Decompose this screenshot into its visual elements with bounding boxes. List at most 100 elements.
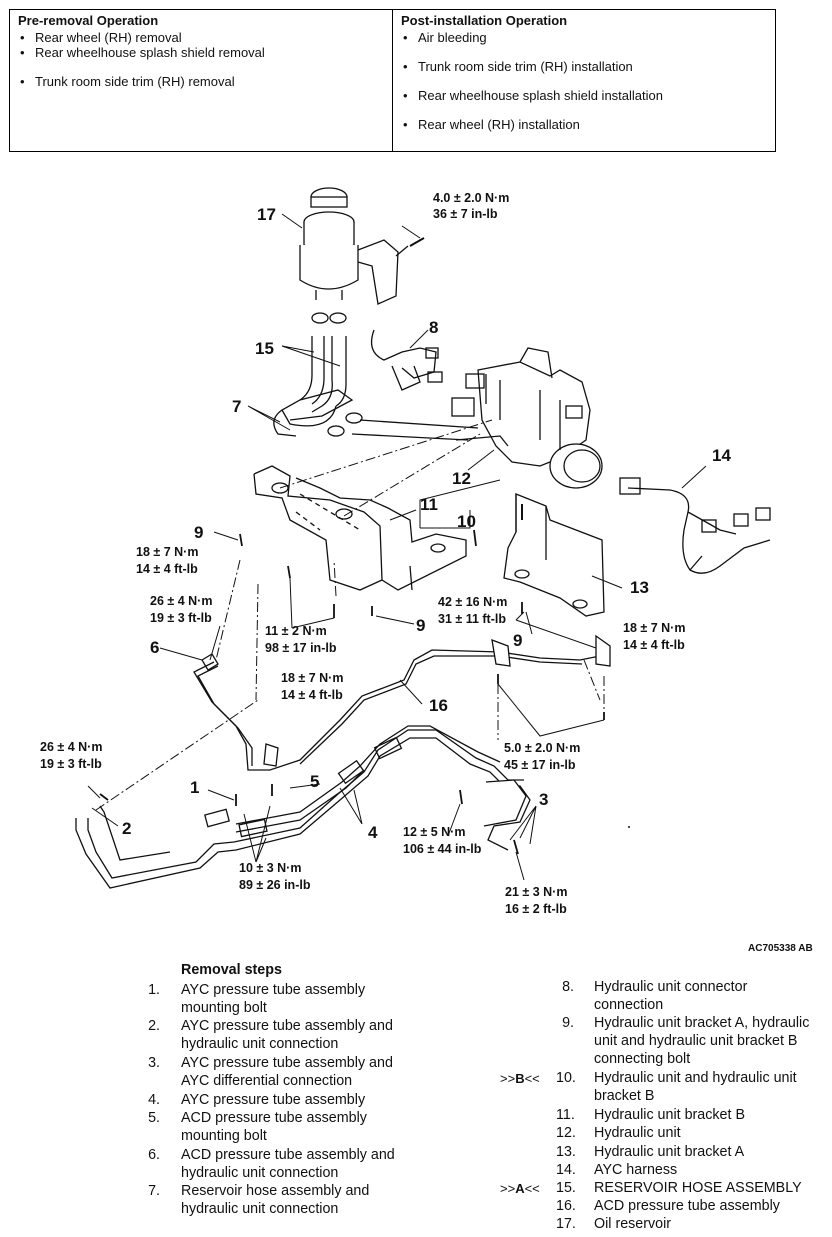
- callout-15: 15: [255, 339, 274, 358]
- step-text: Hydraulic unit and hydraulic unit bracket…: [594, 1069, 830, 1105]
- torque-spec: 98 ± 17 in-lb: [265, 641, 337, 655]
- post-installation-heading: Post-installation Operation: [401, 13, 568, 28]
- step-number: 14.: [556, 1162, 576, 1178]
- step-number: 8.: [562, 979, 574, 995]
- bracket-b-drawing: [253, 465, 467, 591]
- step-number: 11.: [556, 1107, 575, 1123]
- callout-9: 9: [513, 631, 522, 650]
- post-installation-column: Post-installation Operation Air bleeding…: [393, 10, 775, 151]
- oil-reservoir-drawing: [299, 187, 409, 305]
- step-line: AYC pressure tube assembly: [181, 982, 366, 998]
- step-text: ACD pressure tube assembly mounting bolt: [181, 1109, 421, 1145]
- mark-close: <<: [524, 1181, 540, 1196]
- torque-spec: 36 ± 7 in-lb: [433, 207, 498, 221]
- removal-steps-title: Removal steps: [181, 962, 282, 978]
- step-text: Oil reservoir: [594, 1216, 672, 1232]
- step-line: AYC differential connection: [181, 1073, 353, 1090]
- callout-17: 17: [257, 205, 276, 224]
- step-number: 7.: [148, 1183, 160, 1199]
- hydraulic-unit-drawing: [451, 347, 603, 489]
- torque-spec: 31 ± 11 ft-lb: [438, 612, 506, 626]
- torque-spec: 26 ± 4 N·m: [40, 740, 102, 754]
- step-number: 15.: [556, 1180, 576, 1196]
- step-text: Hydraulic unit bracket A, hydraulic unit …: [594, 1014, 832, 1069]
- torque-spec: 12 ± 5 N·m: [403, 825, 465, 839]
- step-number: 6.: [148, 1147, 160, 1163]
- torque-spec: 106 ± 44 in-lb: [403, 842, 482, 856]
- step-line: bracket B: [594, 1088, 655, 1105]
- pre-removal-heading: Pre-removal Operation: [18, 13, 159, 28]
- torque-spec: 45 ± 17 in-lb: [504, 758, 576, 772]
- torque-spec: 42 ± 16 N·m: [438, 595, 507, 609]
- step-number: 17.: [556, 1216, 576, 1232]
- callout-11: 11: [420, 495, 438, 514]
- step-line: AYC pressure tube assembly and: [181, 1055, 393, 1071]
- torque-spec: 89 ± 26 in-lb: [239, 878, 311, 892]
- step-line: AYC pressure tube assembly and: [181, 1018, 393, 1034]
- callout-3: 3: [539, 790, 548, 809]
- step-text: AYC harness: [594, 1162, 678, 1178]
- torque-spec: 11 ± 2 N·m: [265, 624, 327, 638]
- step-line: ACD pressure tube assembly: [181, 1110, 367, 1126]
- bracket-a-drawing: [503, 493, 605, 617]
- step-number: 2.: [148, 1018, 160, 1034]
- pre-removal-item: Rear wheel (RH) removal: [18, 30, 384, 45]
- step-line: Hydraulic unit bracket A, hydraulic: [594, 1015, 810, 1031]
- torque-spec: 21 ± 3 N·m: [505, 885, 567, 899]
- torque-spec: 14 ± 4 ft-lb: [623, 638, 685, 652]
- step-line: mounting bolt: [181, 1128, 267, 1145]
- service-mark-a: >>A<<: [500, 1181, 540, 1196]
- step-line: Reservoir hose assembly and: [181, 1183, 370, 1199]
- step-line: hydraulic unit connection: [181, 1201, 339, 1218]
- callout-9: 9: [416, 616, 425, 635]
- callout-8: 8: [429, 318, 438, 337]
- mark-close: <<: [524, 1071, 540, 1086]
- callout-10: 10: [457, 512, 476, 531]
- callout-12: 12: [452, 469, 471, 488]
- mark-open: >>: [500, 1071, 516, 1086]
- step-number: 3.: [148, 1055, 160, 1071]
- step-number: 4.: [148, 1092, 160, 1108]
- step-text: Hydraulic unit: [594, 1125, 681, 1141]
- torque-spec: 19 ± 3 ft-lb: [40, 757, 102, 771]
- step-line: ACD pressure tube assembly and: [181, 1147, 395, 1163]
- operations-table: Pre-removal Operation Rear wheel (RH) re…: [9, 9, 776, 152]
- step-number: 13.: [556, 1144, 576, 1160]
- callout-5: 5: [310, 772, 319, 791]
- callout-7: 7: [232, 397, 241, 416]
- step-line: hydraulic unit connection: [181, 1165, 339, 1182]
- callout-13: 13: [630, 578, 649, 597]
- post-installation-item: Rear wheelhouse splash shield installati…: [401, 88, 767, 103]
- step-number: 16.: [556, 1198, 576, 1214]
- pre-removal-list: Rear wheel (RH) removal Rear wheelhouse …: [18, 30, 384, 89]
- pre-removal-column: Pre-removal Operation Rear wheel (RH) re…: [10, 10, 393, 151]
- callout-4: 4: [368, 823, 378, 842]
- pre-removal-item: Rear wheelhouse splash shield removal: [18, 45, 384, 60]
- torque-spec: 14 ± 4 ft-lb: [136, 562, 198, 576]
- exploded-view-diagram: 17 8 15 7 12 14 11 10 9 13 6 9 9 16 1 5 …: [40, 187, 771, 916]
- torque-spec: 18 ± 7 N·m: [623, 621, 685, 635]
- service-mark-b: >>B<<: [500, 1071, 540, 1086]
- callout-16: 16: [429, 696, 448, 715]
- step-text: RESERVOIR HOSE ASSEMBLY: [594, 1180, 802, 1196]
- step-number: 1.: [148, 982, 160, 998]
- step-text: AYC pressure tube assembly: [181, 1092, 366, 1108]
- callout-1: 1: [190, 778, 199, 797]
- step-line: unit and hydraulic unit bracket B: [594, 1033, 798, 1050]
- step-number: 12.: [556, 1125, 576, 1141]
- step-number: 5.: [148, 1110, 160, 1126]
- torque-spec: 14 ± 4 ft-lb: [281, 688, 343, 702]
- torque-spec: 26 ± 4 N·m: [150, 594, 212, 608]
- step-line: Hydraulic unit and hydraulic unit: [594, 1070, 797, 1086]
- step-line: connection: [594, 997, 664, 1014]
- torque-spec: 18 ± 7 N·m: [281, 671, 343, 685]
- callout-14: 14: [712, 446, 731, 465]
- mark-letter: A: [515, 1181, 525, 1196]
- step-text: ACD pressure tube assembly and hydraulic …: [181, 1146, 421, 1182]
- step-line: connecting bolt: [594, 1051, 691, 1068]
- pre-removal-item: Trunk room side trim (RH) removal: [18, 74, 384, 89]
